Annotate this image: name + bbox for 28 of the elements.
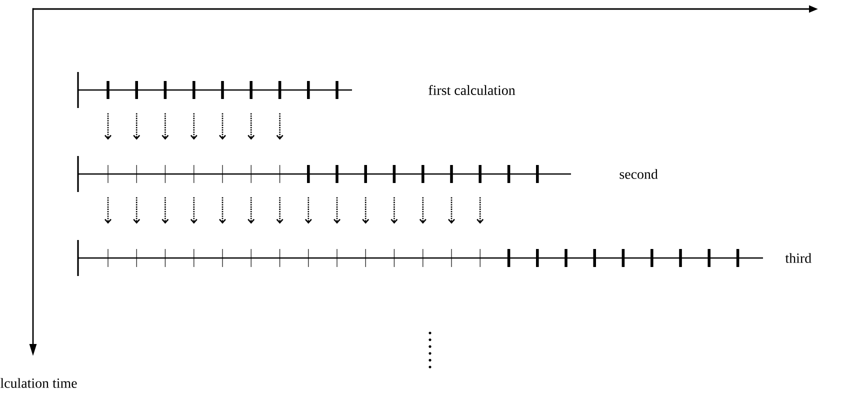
- row-label: second: [620, 169, 658, 179]
- dotted-arrow: [104, 197, 112, 224]
- dotted-arrow: [362, 197, 370, 224]
- dotted-arrow: [162, 113, 169, 140]
- dotted-arrow: [448, 197, 455, 224]
- dotted-arrow: [476, 197, 484, 224]
- dotted-arrow: [104, 113, 112, 140]
- dotted-arrow: [219, 197, 226, 224]
- timeline-drawing: [77, 72, 352, 108]
- dotted-arrow: [334, 197, 340, 224]
- dotted-arrow: [304, 197, 312, 224]
- dotted-arrow: [190, 113, 198, 140]
- dotted-arrow: [219, 113, 226, 140]
- dotted-arrow: [133, 197, 140, 224]
- timeline-drawing: [77, 240, 763, 276]
- dotted-arrow: [390, 197, 398, 224]
- dotted-arrow: [190, 197, 198, 224]
- dotted-arrow: [276, 197, 284, 224]
- timeline-drawing: [77, 156, 571, 192]
- axis-label: lculation time: [0, 378, 77, 388]
- dotted-arrow: [248, 197, 255, 224]
- dotted-arrow: [276, 113, 284, 140]
- row-label: third: [785, 253, 812, 263]
- row-label: first calculation: [428, 85, 516, 95]
- dotted-arrow: [162, 197, 169, 224]
- dotted-arrow: [133, 113, 140, 140]
- dotted-arrow: [419, 197, 426, 224]
- dotted-arrow: [248, 113, 255, 140]
